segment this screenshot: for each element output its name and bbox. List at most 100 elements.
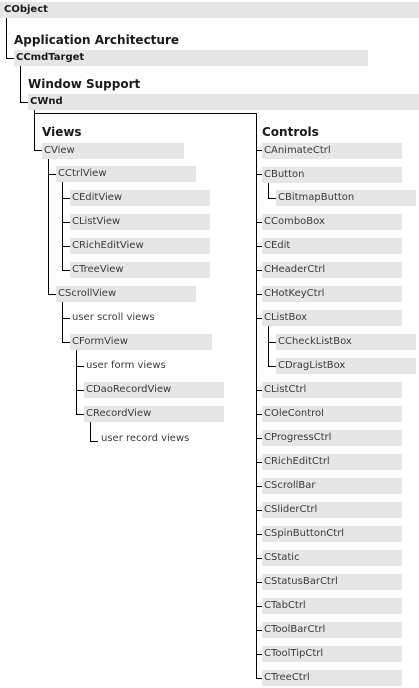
cobject-label[interactable]: CObject [4,4,48,15]
cbitmapbutton-label[interactable]: CBitmapButton [278,192,355,203]
cprogressctrl-label[interactable]: CProgressCtrl [264,432,332,443]
clistview-label[interactable]: CListView [72,216,121,227]
ctooltipctrl-label[interactable]: CToolTipCtrl [264,648,324,659]
cformview-label[interactable]: CFormView [72,336,128,347]
connector [256,246,262,247]
cdraglistbox-band [276,358,416,374]
cwnd-band [28,94,419,110]
clistctrl-band [262,382,402,398]
ctreectrl-band [262,670,402,686]
cview-band [42,143,184,159]
connector [34,150,42,151]
connector [256,486,262,487]
connector [48,159,49,294]
cscrollbar-band [262,478,402,494]
cctrlview-band [56,166,196,182]
canimatectrl-label[interactable]: CAnimateCtrl [264,145,331,156]
connector [48,294,56,295]
connector [256,390,262,391]
ccmdtarget-label[interactable]: CCmdTarget [16,52,85,63]
clistctrl-label[interactable]: CListCtrl [264,384,307,395]
ccombobox-band [262,214,402,230]
ctreeview-label[interactable]: CTreeView [72,264,124,275]
cobject-band [0,2,419,18]
window-heading: Window Support [28,77,141,91]
connector [256,630,262,631]
user-form-views-label: user form views [86,360,166,371]
connector [76,390,84,391]
colecontrol-band [262,406,402,422]
ceditview-label[interactable]: CEditView [72,192,123,203]
connector [256,438,262,439]
ctreeview-band [70,262,210,278]
connector [256,270,262,271]
connector [90,422,91,442]
cctrlview-label[interactable]: CCtrlView [58,168,107,179]
cscrollview-band [56,286,196,302]
connector [6,18,7,59]
cscrollview-label[interactable]: CScrollView [58,288,117,299]
clistbox-label[interactable]: CListBox [264,312,308,323]
cbitmapbutton-band [276,190,416,206]
cformview-band [70,334,212,350]
connector [256,606,262,607]
connector [256,678,262,679]
connector [256,174,262,175]
cstatic-band [262,550,402,566]
cstatic-label[interactable]: CStatic [264,552,300,563]
connector [256,654,262,655]
connector [76,366,84,367]
cspinbuttonctrl-label[interactable]: CSpinButtonCtrl [264,528,345,539]
ctreectrl-label[interactable]: CTreeCtrl [264,672,310,683]
connector [268,198,276,199]
connector [62,270,70,271]
cdraglistbox-label[interactable]: CDragListBox [278,360,346,371]
connector [34,110,35,151]
crichEditview-label[interactable]: CRichEditView [72,240,144,251]
ctoolbarctrl-band [262,622,402,638]
connector [256,318,262,319]
connector [62,222,70,223]
cscrollbar-label[interactable]: CScrollBar [264,480,316,491]
csliderctrl-label[interactable]: CSliderCtrl [264,504,318,515]
connector [256,582,262,583]
connector [256,222,262,223]
cbutton-label[interactable]: CButton [264,169,305,180]
colecontrol-label[interactable]: COleControl [264,408,324,419]
cview-label[interactable]: CView [44,145,75,156]
cchecklistbox-label[interactable]: CCheckListBox [278,336,352,347]
ceditview-band [70,190,210,206]
connector [62,182,63,270]
ccombobox-label[interactable]: CComboBox [264,216,325,227]
canimatectrl-band [262,143,402,159]
crecordview-band [84,406,224,422]
cdaorecordview-label[interactable]: CDaoRecordView [86,384,172,395]
connector [48,174,56,175]
ctooltipctrl-band [262,646,402,662]
connector [62,302,63,342]
cedit-label[interactable]: CEdit [264,240,291,251]
crichEditview-band [70,238,210,254]
cheaderctrl-label[interactable]: CHeaderCtrl [264,264,326,275]
ctabctrl-label[interactable]: CTabCtrl [264,600,306,611]
chotkeyctrl-label[interactable]: CHotKeyCtrl [264,288,325,299]
architecture-heading: Application Architecture [14,33,180,47]
connector [62,246,70,247]
ccmdtarget-band [14,50,368,66]
connector [90,441,98,442]
connector [256,510,262,511]
connector [6,58,14,59]
connector [256,534,262,535]
crecordview-label[interactable]: CRecordView [86,408,152,419]
cwnd-label[interactable]: CWnd [30,96,63,107]
connector [76,350,77,414]
cedit-band [262,238,402,254]
cstatusbarctrl-label[interactable]: CStatusBarCtrl [264,576,338,587]
connector [34,113,256,114]
crichEditctrl-label[interactable]: CRichEditCtrl [264,456,330,467]
clistview-band [70,214,210,230]
connector [268,326,269,366]
connector [256,150,262,151]
ctoolbarctrl-label[interactable]: CToolBarCtrl [264,624,326,635]
connector [256,462,262,463]
